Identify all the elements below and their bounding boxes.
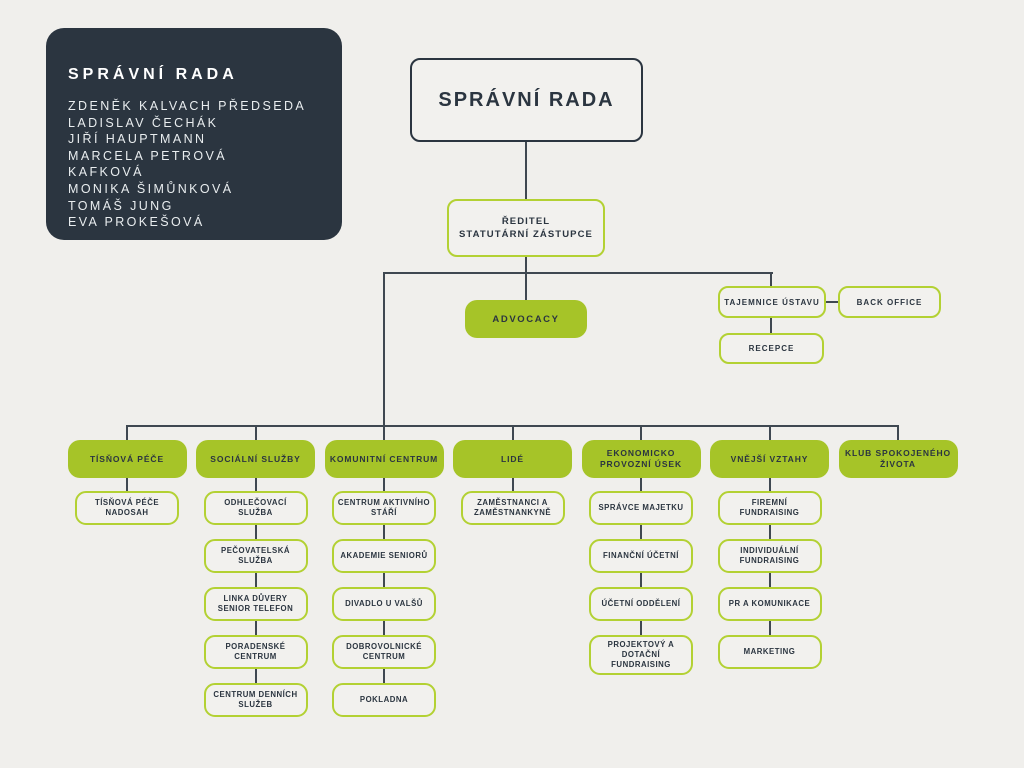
department-child-label: ODHLEČOVACÍ SLUŽBA	[224, 498, 287, 517]
department-child: CENTRUM DENNÍCH SLUŽEB	[203, 683, 308, 717]
department-header-label: TÍSŇOVÁ PÉČE	[89, 453, 165, 464]
department-child-label: FINANČNÍ ÚČETNÍ	[603, 551, 679, 560]
department-child-label: DOBROVOLNICKÉ CENTRUM	[346, 642, 422, 661]
node-tajemnice-ustavu: TAJEMNICE ÚSTAVU	[718, 286, 826, 318]
node-recepce-label: RECEPCE	[748, 344, 795, 353]
department-header: KLUB SPOKOJENÉHO ŽIVOTA	[838, 440, 958, 478]
node-reditel-label-line1: ŘEDITEL	[501, 216, 551, 227]
department-child-label: PR A KOMUNIKACE	[728, 599, 811, 608]
connector-line	[770, 318, 772, 334]
connector-line	[525, 142, 527, 200]
department-child: PR A KOMUNIKACE	[717, 587, 822, 621]
node-tajemnice-label: TAJEMNICE ÚSTAVU	[724, 297, 820, 307]
department-child: MARKETING	[717, 635, 822, 669]
department-header: LIDÉ	[453, 440, 572, 478]
department-header-label: SOCIÁLNÍ SLUŽBY	[210, 453, 301, 464]
department-child-label: MARKETING	[743, 647, 796, 656]
connector-line	[383, 272, 385, 427]
department-child: ODHLEČOVACÍ SLUŽBA	[203, 491, 308, 525]
board-member: EVA PROKEŠOVÁ	[68, 215, 205, 230]
department-header-label: KOMUNITNÍ CENTRUM	[329, 453, 439, 464]
department-header: SOCIÁLNÍ SLUŽBY	[196, 440, 315, 478]
department-child-label: CENTRUM DENNÍCH SLUŽEB	[213, 690, 298, 709]
department-child: POKLADNA	[332, 683, 436, 717]
board-member: KAFKOVÁ	[68, 165, 144, 180]
node-recepce: RECEPCE	[719, 333, 824, 364]
department-child-label: PROJEKTOVÝ A DOTAČNÍ FUNDRAISING	[607, 640, 675, 669]
department-child: PROJEKTOVÝ A DOTAČNÍ FUNDRAISING	[589, 635, 693, 675]
board-member: ZDENĚK KALVACH PŘEDSEDA	[68, 99, 307, 113]
department-child: SPRÁVCE MAJETKU	[589, 491, 693, 525]
department-child: FIREMNÍ FUNDRAISING	[717, 491, 822, 525]
node-back-office: BACK OFFICE	[838, 286, 941, 318]
department-child: AKADEMIE SENIORŮ	[332, 539, 436, 573]
department-header-label: EKONOMICKO PROVOZNÍ ÚSEK	[599, 448, 683, 469]
department-child-label: POKLADNA	[359, 695, 409, 704]
department-header-label: KLUB SPOKOJENÉHO ŽIVOTA	[844, 448, 952, 469]
department-child: LINKA DŮVERY SENIOR TELEFON	[203, 587, 308, 621]
department-header-label: VNĚJŠÍ VZTAHY	[730, 453, 809, 464]
node-back-office-label: BACK OFFICE	[856, 297, 923, 307]
department-child: CENTRUM AKTIVNÍHO STÁŘÍ	[332, 491, 436, 525]
department-child: DOBROVOLNICKÉ CENTRUM	[332, 635, 436, 669]
department-child-label: ÚČETNÍ ODDĚLENÍ	[601, 599, 681, 608]
board-member: MONIKA ŠIMŮNKOVÁ	[68, 181, 234, 196]
node-spravni-rada-label: SPRÁVNÍ RADA	[438, 88, 615, 111]
department-child-label: PORADENSKÉ CENTRUM	[225, 642, 286, 661]
department-header: TÍSŇOVÁ PÉČE	[67, 440, 187, 478]
board-members-list: ZDENĚK KALVACH PŘEDSEDA LADISLAV ČECHÁK JI…	[68, 98, 324, 231]
node-reditel-label-line2: STATUTÁRNÍ ZÁSTUPCE	[458, 229, 593, 240]
department-child: FINANČNÍ ÚČETNÍ	[589, 539, 693, 573]
department-child-label: INDIVIDUÁLNÍ FUNDRAISING	[739, 546, 800, 565]
department-child: ÚČETNÍ ODDĚLENÍ	[589, 587, 693, 621]
board-member: TOMÁŠ JUNG	[68, 198, 174, 213]
board-member: LADISLAV ČECHÁK	[68, 115, 219, 130]
connector-line	[769, 425, 771, 641]
department-child-label: PEČOVATELSKÁ SLUŽBA	[221, 546, 290, 565]
department-child-label: LINKA DŮVERY SENIOR TELEFON	[217, 594, 294, 613]
department-child-label: ZAMĚSTNANCI A ZAMĚSTNANKYNĚ	[473, 498, 552, 517]
department-child: PORADENSKÉ CENTRUM	[203, 635, 308, 669]
connector-line	[770, 272, 772, 287]
connector-line	[525, 257, 527, 273]
department-child: PEČOVATELSKÁ SLUŽBA	[203, 539, 308, 573]
department-header-label: LIDÉ	[501, 453, 524, 464]
node-advocacy: ADVOCACY	[465, 300, 587, 338]
department-child: ZAMĚSTNANCI A ZAMĚSTNANKYNĚ	[460, 491, 565, 525]
connector-line	[525, 272, 527, 301]
node-reditel-statutarni-zastupce: ŘEDITEL STATUTÁRNÍ ZÁSTUPCE	[447, 199, 605, 257]
department-header: VNĚJŠÍ VZTAHY	[710, 440, 829, 478]
department-child-label: FIREMNÍ FUNDRAISING	[739, 498, 800, 517]
board-member: JIŘÍ HAUPTMANN	[68, 132, 207, 147]
department-header: EKONOMICKO PROVOZNÍ ÚSEK	[581, 440, 701, 478]
department-child-label: AKADEMIE SENIORŮ	[340, 551, 428, 560]
node-spravni-rada: SPRÁVNÍ RADA	[410, 58, 643, 142]
board-member: MARCELA PETROVÁ	[68, 148, 227, 163]
board-panel: SPRÁVNÍ RADA ZDENĚK KALVACH PŘEDSEDA LADI…	[46, 28, 342, 240]
department-header: KOMUNITNÍ CENTRUM	[324, 440, 444, 478]
board-panel-title: SPRÁVNÍ RADA	[68, 66, 238, 83]
department-child: INDIVIDUÁLNÍ FUNDRAISING	[717, 539, 822, 573]
department-child: DIVADLO U VALŠŮ	[332, 587, 436, 621]
department-child-label: DIVADLO U VALŠŮ	[345, 599, 423, 608]
connector-line	[897, 425, 899, 442]
connector-line	[640, 425, 642, 641]
department-child-label: TÍSŇOVÁ PÉČE NADOSAH	[94, 498, 160, 517]
department-child-label: CENTRUM AKTIVNÍHO STÁŘÍ	[337, 498, 431, 517]
department-child: TÍSŇOVÁ PÉČE NADOSAH	[75, 491, 179, 525]
department-child-label: SPRÁVCE MAJETKU	[598, 503, 684, 512]
node-advocacy-label: ADVOCACY	[492, 313, 560, 325]
connector-line	[383, 272, 773, 274]
connector-line	[825, 301, 839, 303]
